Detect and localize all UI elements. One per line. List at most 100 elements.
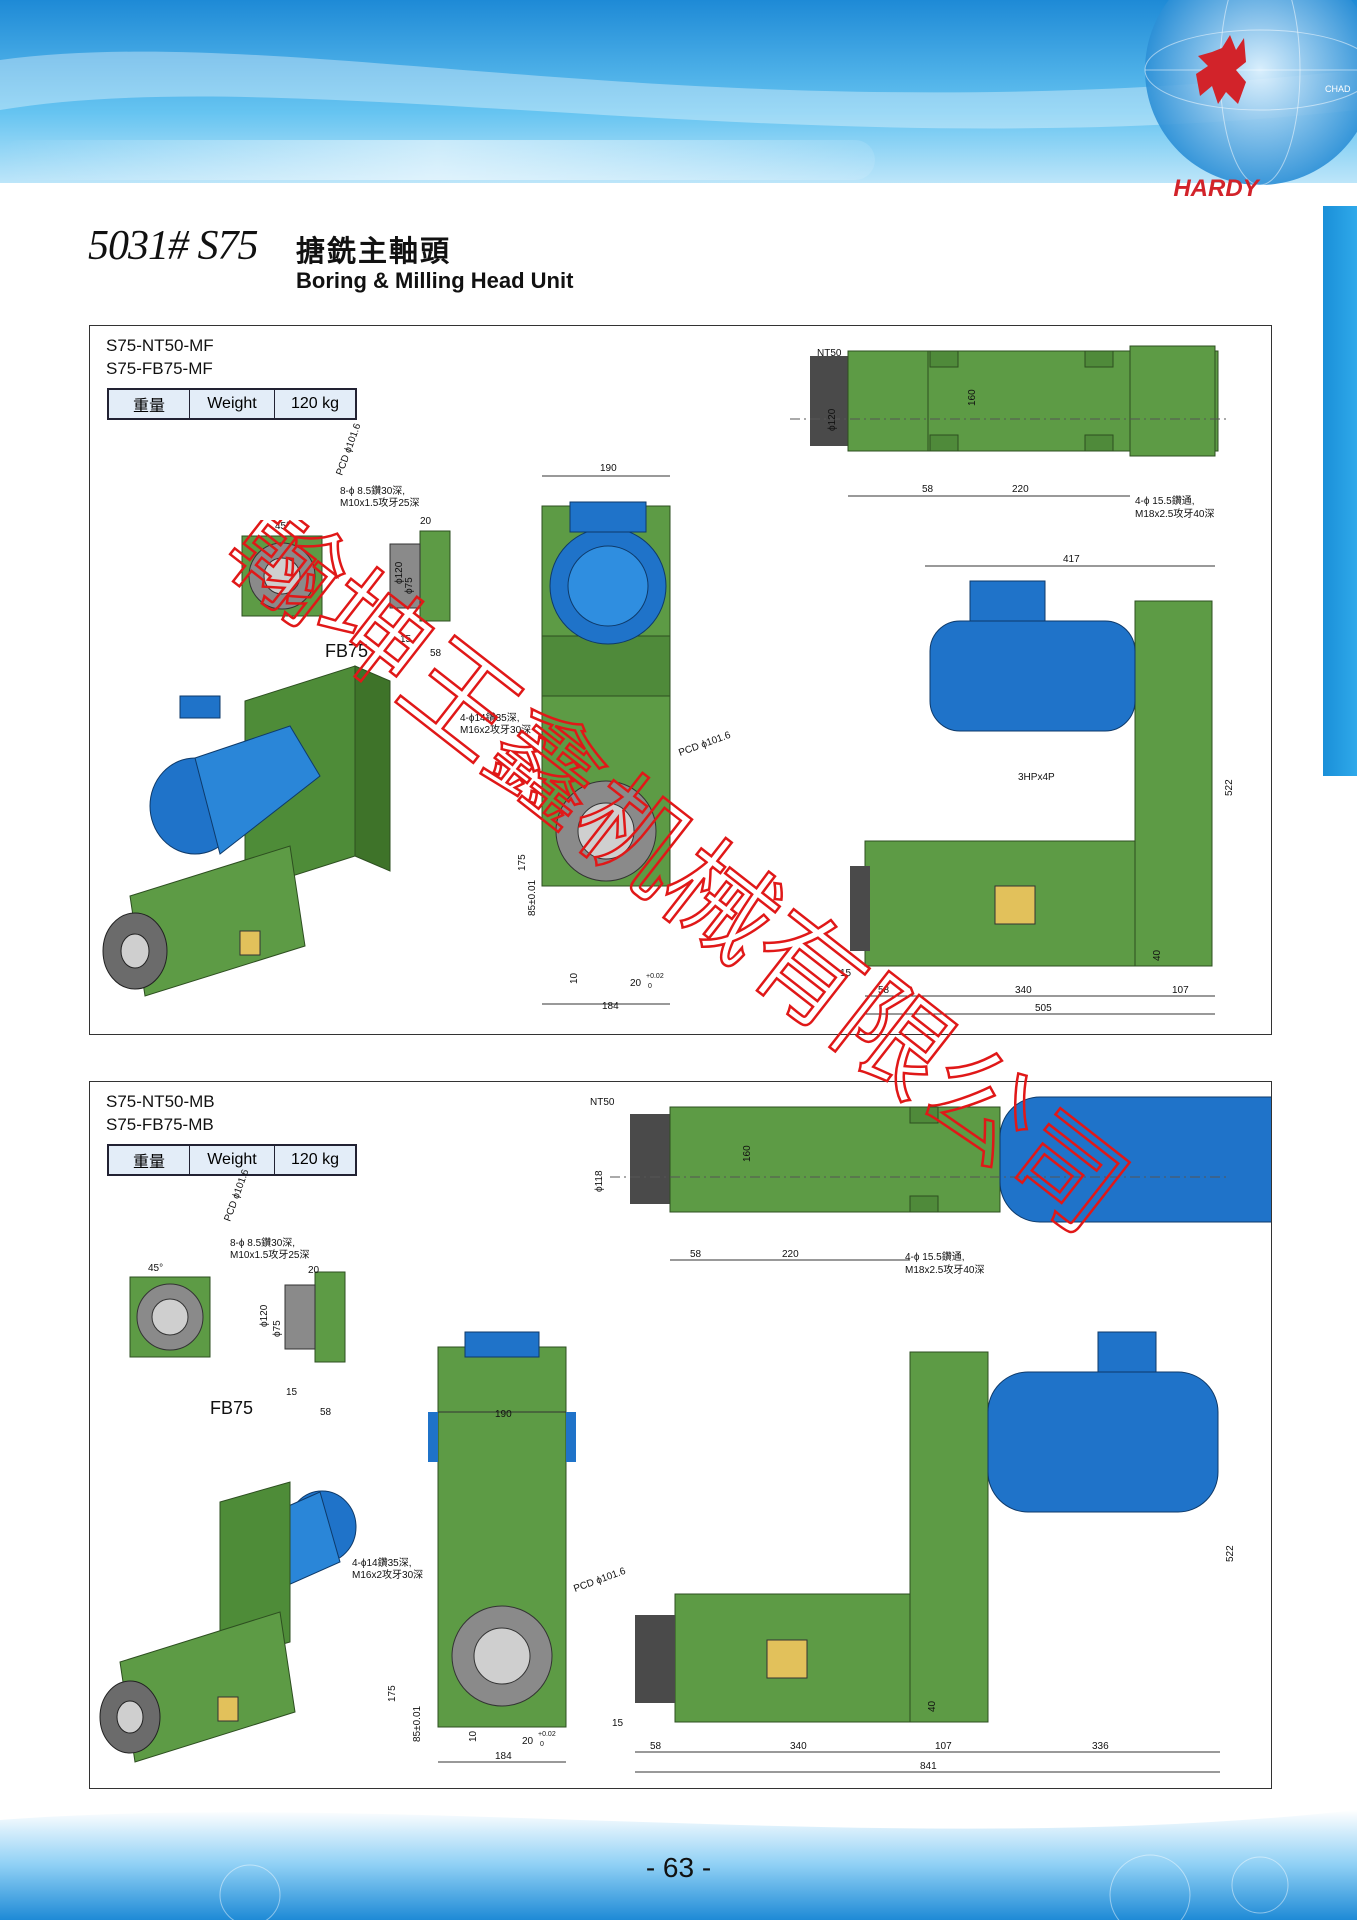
dim-tol-sup: +0.02 xyxy=(646,973,664,980)
dim-417: 417 xyxy=(1063,554,1080,565)
dim-184: 184 xyxy=(602,1001,619,1012)
dim-20-tol: 20 xyxy=(522,1736,534,1747)
side-accent-strip xyxy=(1323,206,1357,776)
header-banner: CHAD HARDY xyxy=(0,0,1357,205)
dim-58-flange: 58 xyxy=(320,1407,332,1418)
dim-58-flange: 58 xyxy=(430,648,442,659)
dim-505: 505 xyxy=(1035,1003,1052,1014)
side-view-drawing: 417 522 3HPx4P 40 15 58 340 107 505 xyxy=(840,554,1235,1015)
title-english: Boring & Milling Head Unit xyxy=(296,268,574,293)
top-view-drawing: NT50 ϕ120 160 58 220 4-ϕ 15.5鑽通, M18x2.5… xyxy=(790,345,1230,520)
dim-522: 522 xyxy=(1225,1545,1236,1562)
isometric-view xyxy=(102,665,391,997)
dim-flange-holes-1: 8-ϕ 8.5鑽30深, xyxy=(230,1236,295,1249)
dim-d118: ϕ118 xyxy=(594,1170,605,1192)
dim-flange-holes-2: M10x1.5攻牙25深 xyxy=(230,1248,309,1261)
dim-pcd-body: PCD ϕ101.6 xyxy=(677,730,732,759)
weight-label-en: Weight xyxy=(189,388,275,420)
dim-220: 220 xyxy=(782,1249,799,1260)
dim-flange-holes-1: 8-ϕ 8.5鑽30深, xyxy=(340,484,405,497)
dim-angle: 45° xyxy=(275,521,290,532)
dim-15-side: 15 xyxy=(840,968,852,979)
panel-mb: S75-NT50-MB S75-FB75-MB 重量 Weight 120 kg… xyxy=(89,1081,1272,1789)
dim-15: 15 xyxy=(400,634,412,645)
dim-15-side: 15 xyxy=(612,1718,624,1729)
dim-hole-top-2: M18x2.5攻牙40深 xyxy=(905,1263,984,1276)
motor-label: 3HPx4P xyxy=(1018,772,1055,783)
dim-58: 58 xyxy=(922,484,934,495)
dim-phi75: ϕ75 xyxy=(272,1320,283,1337)
dim-phi75: ϕ75 xyxy=(404,577,415,594)
dim-d160: 160 xyxy=(967,389,978,406)
page-number: - 63 - xyxy=(645,1852,712,1883)
globe-label: CHAD xyxy=(1325,84,1351,94)
model-name-1: S75-NT50-MB xyxy=(106,1092,215,1111)
dim-20: 20 xyxy=(308,1265,320,1276)
dim-107: 107 xyxy=(935,1741,952,1752)
dim-175: 175 xyxy=(517,854,528,871)
dim-522: 522 xyxy=(1224,779,1235,796)
dim-tol-sub: 0 xyxy=(648,983,652,990)
drawing-mf: NT50 ϕ120 160 58 220 4-ϕ 15.5鑽通, M18x2.5… xyxy=(102,345,1235,1015)
weight-value: 120 kg xyxy=(274,1144,357,1176)
dim-340: 340 xyxy=(790,1741,807,1752)
flange-label: FB75 xyxy=(210,1398,253,1418)
dim-40: 40 xyxy=(927,1700,938,1712)
top-view-drawing: NT50 ϕ118 160 58 220 4-ϕ 15.5鑽通, M18x2.5… xyxy=(590,1096,1271,1276)
weight-table: 重量 Weight 120 kg xyxy=(107,1144,357,1176)
dim-d120: ϕ120 xyxy=(827,408,838,431)
panel-mf: S75-NT50-MF S75-FB75-MF 重量 Weight 120 kg… xyxy=(89,325,1272,1035)
globe-graphic xyxy=(1145,0,1357,185)
weight-label-cn: 重量 xyxy=(107,388,190,420)
flange-label: FB75 xyxy=(325,641,368,661)
flange-detail: 45° PCD ϕ101.6 8-ϕ 8.5鑽30深, M10x1.5攻牙25深… xyxy=(241,422,451,661)
dim-phi120-flange: ϕ120 xyxy=(259,1304,270,1327)
dim-pcd: PCD ϕ101.6 xyxy=(334,422,363,477)
dim-841: 841 xyxy=(920,1761,937,1772)
dim-10: 10 xyxy=(569,972,580,984)
dim-tol-sup: +0.02 xyxy=(538,1731,556,1738)
dim-40: 40 xyxy=(1152,949,1163,961)
dim-body-holes-1: 4-ϕ14鑽35深, xyxy=(460,711,520,724)
front-view-drawing: 190 4-ϕ14鑽35深, M16x2攻牙30深 PCD ϕ101.6 175… xyxy=(460,463,733,1012)
dim-58-side: 58 xyxy=(878,985,890,996)
weight-label-en: Weight xyxy=(189,1144,275,1176)
weight-label-cn: 重量 xyxy=(107,1144,190,1176)
dim-flange-holes-2: M10x1.5攻牙25深 xyxy=(340,496,419,509)
dim-10: 10 xyxy=(468,1730,479,1742)
model-name-1: S75-NT50-MF xyxy=(106,336,214,355)
dim-220: 220 xyxy=(1012,484,1029,495)
dim-body-holes-2: M16x2攻牙30深 xyxy=(352,1568,423,1581)
dim-pcd: PCD ϕ101.6 xyxy=(222,1168,251,1223)
isometric-view xyxy=(99,1481,357,1763)
dim-20-tol: 20 xyxy=(630,978,642,989)
drawing-mb: NT50 ϕ118 160 58 220 4-ϕ 15.5鑽通, M18x2.5… xyxy=(99,1096,1271,1773)
dim-336: 336 xyxy=(1092,1741,1109,1752)
dim-tol-sub: 0 xyxy=(540,1741,544,1748)
dim-body-holes-1: 4-ϕ14鑽35深, xyxy=(352,1556,412,1569)
dim-nt50: NT50 xyxy=(590,1097,615,1108)
dim-58: 58 xyxy=(690,1249,702,1260)
dim-107: 107 xyxy=(1172,985,1189,996)
dim-58-side: 58 xyxy=(650,1741,662,1752)
dim-phi120-flange: ϕ120 xyxy=(394,561,405,584)
flange-detail: 45° PCD ϕ101.6 8-ϕ 8.5鑽30深, M10x1.5攻牙25深… xyxy=(129,1168,346,1418)
dim-hole-top-1: 4-ϕ 15.5鑽通, xyxy=(905,1250,965,1263)
model-name-2: S75-FB75-MF xyxy=(106,359,213,378)
dim-d160: 160 xyxy=(742,1145,753,1162)
dim-nt50: NT50 xyxy=(817,348,842,359)
side-view-drawing: 522 40 15 58 340 107 336 841 xyxy=(612,1331,1236,1773)
dim-175: 175 xyxy=(387,1685,398,1702)
front-view-drawing: 190 4-ϕ14鑽35深, M16x2攻牙30深 PCD ϕ101.6 175… xyxy=(352,1331,628,1763)
footer-banner xyxy=(0,1810,1357,1920)
brand-logo-text: HARDY xyxy=(1173,175,1260,202)
model-code: 5031# S75 xyxy=(88,223,258,269)
dim-15: 15 xyxy=(286,1387,298,1398)
weight-table: 重量 Weight 120 kg xyxy=(107,388,357,420)
dim-190: 190 xyxy=(600,463,617,474)
model-name-2: S75-FB75-MB xyxy=(106,1115,214,1134)
dim-85: 85±0.01 xyxy=(412,1705,423,1742)
dim-85: 85±0.01 xyxy=(527,879,538,916)
dim-pcd-body: PCD ϕ101.6 xyxy=(572,1566,627,1595)
weight-value: 120 kg xyxy=(274,388,357,420)
